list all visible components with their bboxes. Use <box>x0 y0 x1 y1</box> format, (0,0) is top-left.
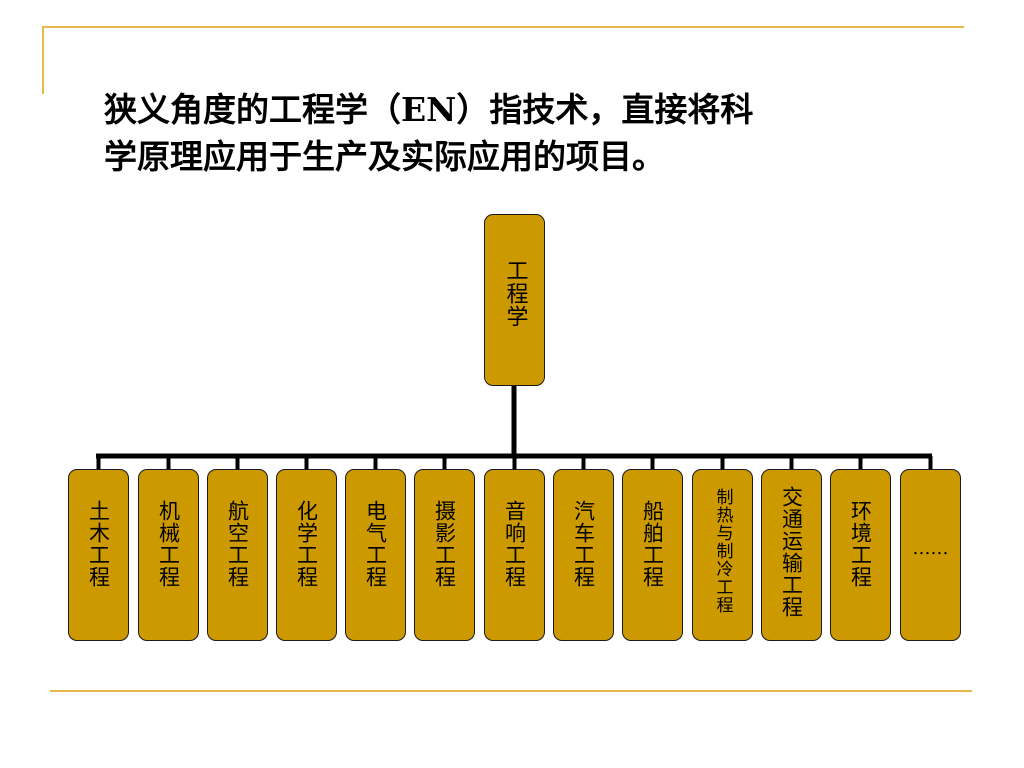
child-node-transportation: 交通运输工程 <box>761 469 822 641</box>
child-node-environmental: 环境工程 <box>830 469 891 641</box>
slide-title: 狭义角度的工程学（EN）指技术，直接将科 学原理应用于生产及实际应用的项目。 <box>104 86 904 180</box>
child-node-label: 电气工程 <box>363 500 388 588</box>
child-node-label: 交通运输工程 <box>779 486 804 618</box>
child-node-chemical: 化学工程 <box>276 469 337 641</box>
child-node-label: 航空工程 <box>225 500 250 588</box>
child-node-photographic: 摄影工程 <box>414 469 475 641</box>
child-node-mechanical: 机械工程 <box>138 469 199 641</box>
child-node-label: 机械工程 <box>156 500 181 588</box>
root-node-label: 工程学 <box>502 259 528 328</box>
child-node-civil: 土木工程 <box>68 469 129 641</box>
child-node-label: 音响工程 <box>502 500 527 588</box>
child-node-aeronautical: 航空工程 <box>207 469 268 641</box>
child-node-automotive: 汽车工程 <box>553 469 614 641</box>
child-node-naval: 船舶工程 <box>622 469 683 641</box>
child-node-hvac: 制热与制冷工程 <box>692 469 753 641</box>
title-line-2: 学原理应用于生产及实际应用的项目。 <box>104 137 665 176</box>
child-node-label: 制热与制冷工程 <box>712 488 733 614</box>
root-node-engineering: 工程学 <box>484 214 545 386</box>
child-drops <box>96 456 933 470</box>
title-line-1: 狭义角度的工程学（EN）指技术，直接将科 <box>104 90 754 129</box>
child-node-label: 环境工程 <box>848 500 873 588</box>
child-node-label: 摄影工程 <box>432 500 457 588</box>
child-node-label: …… <box>912 537 949 559</box>
child-node-label: 汽车工程 <box>571 500 596 588</box>
left-rule <box>42 26 44 94</box>
child-node-acoustic: 音响工程 <box>484 469 545 641</box>
child-node-label: 土木工程 <box>86 500 111 588</box>
child-node-electrical: 电气工程 <box>345 469 406 641</box>
child-node-label: 化学工程 <box>294 500 319 588</box>
child-node-label: 船舶工程 <box>640 500 665 588</box>
child-node-more: …… <box>900 469 961 641</box>
bottom-rule <box>50 690 972 692</box>
top-rule <box>44 26 964 28</box>
